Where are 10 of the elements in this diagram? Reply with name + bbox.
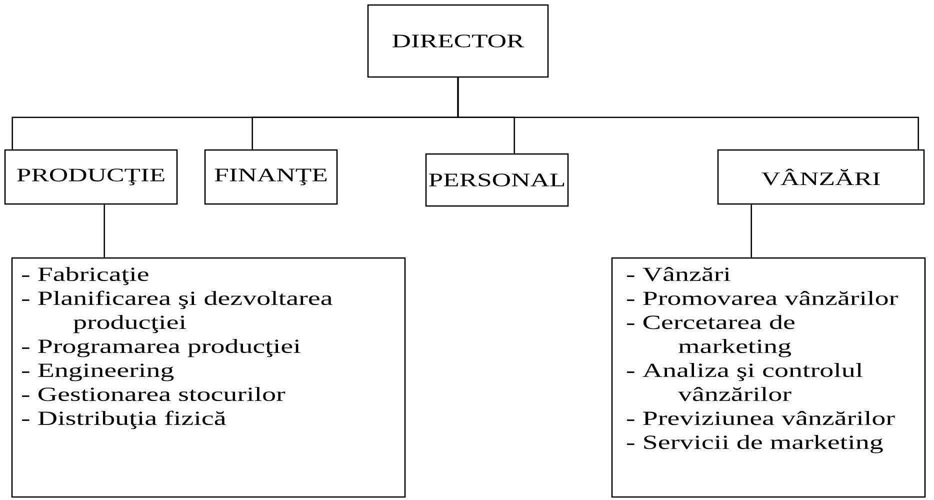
task-list-box: - Fabricaţie - Planificarea şi dezvoltarea producţiei - Programarea producţiei - Engineering - Gestionarea stocurilor - Distribuţia fizică — [11, 257, 406, 498]
task-list-box: - Vânzări - Promovarea vânzărilor - Cercetarea de marketing - Analiza şi controlul vânzărilor - Previziunea vânzărilor - Servicii de marketing — [611, 257, 926, 498]
department-box: VÂNZĂRI — [717, 149, 925, 205]
connector-line — [750, 204, 752, 258]
connector-line — [104, 204, 105, 258]
director-box: DIRECTOR — [367, 4, 549, 78]
connector-line — [457, 78, 919, 150]
department-box: PERSONAL — [425, 153, 569, 207]
department-box: FINANŢE — [204, 149, 338, 205]
department-box: PRODUCŢIE — [4, 149, 178, 205]
